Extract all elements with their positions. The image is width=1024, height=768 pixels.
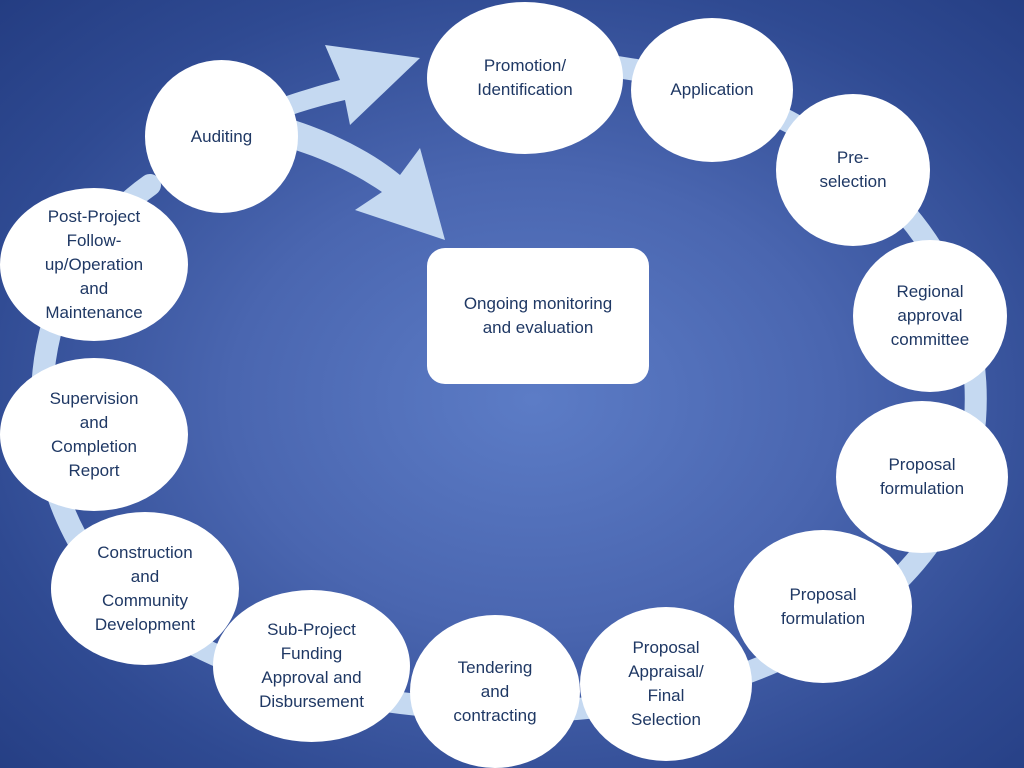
node-label: Post-Project Follow- up/Operation and Ma… [44,206,144,322]
node-proposal-appraisal: Proposal Appraisal/ Final Selection [580,607,752,761]
center-label: Ongoing monitoring and evaluation [463,294,613,337]
node-label: Promotion/ Identification [477,56,573,99]
node-label: Pre- selection [819,148,887,191]
arrow-to-monitoring [260,112,445,240]
node-proposal-formulation-2: Proposal formulation [734,530,912,683]
node-post-project: Post-Project Follow- up/Operation and Ma… [0,188,188,341]
node-label: Auditing [190,126,253,146]
node-label: Tendering and contracting [453,657,537,725]
node-pre-selection: Pre- selection [776,94,930,246]
node-supervision: Supervision and Completion Report [0,358,188,511]
node-promotion: Promotion/ Identification [427,2,623,154]
node-auditing: Auditing [145,60,298,213]
node-tendering: Tendering and contracting [410,615,580,768]
node-regional-approval: Regional approval committee [853,240,1007,392]
node-sub-project-funding: Sub-Project Funding Approval and Disburs… [213,590,410,742]
node-proposal-formulation-1: Proposal formulation [836,401,1008,553]
node-label: Regional approval committee [890,282,970,349]
node-label: Application [670,80,754,99]
node-label: Supervision and Completion Report [49,388,139,480]
node-label: Sub-Project Funding Approval and Disburs… [259,620,364,711]
node-label: Construction and Community Development [94,542,196,634]
node-label: Proposal formulation [879,455,965,498]
center-monitoring-box: Ongoing monitoring and evaluation [427,248,649,384]
node-label: Proposal formulation [780,584,866,628]
node-application: Application [631,18,793,162]
node-label: Proposal Appraisal/ Final Selection [628,638,704,729]
node-construction: Construction and Community Development [51,512,239,665]
